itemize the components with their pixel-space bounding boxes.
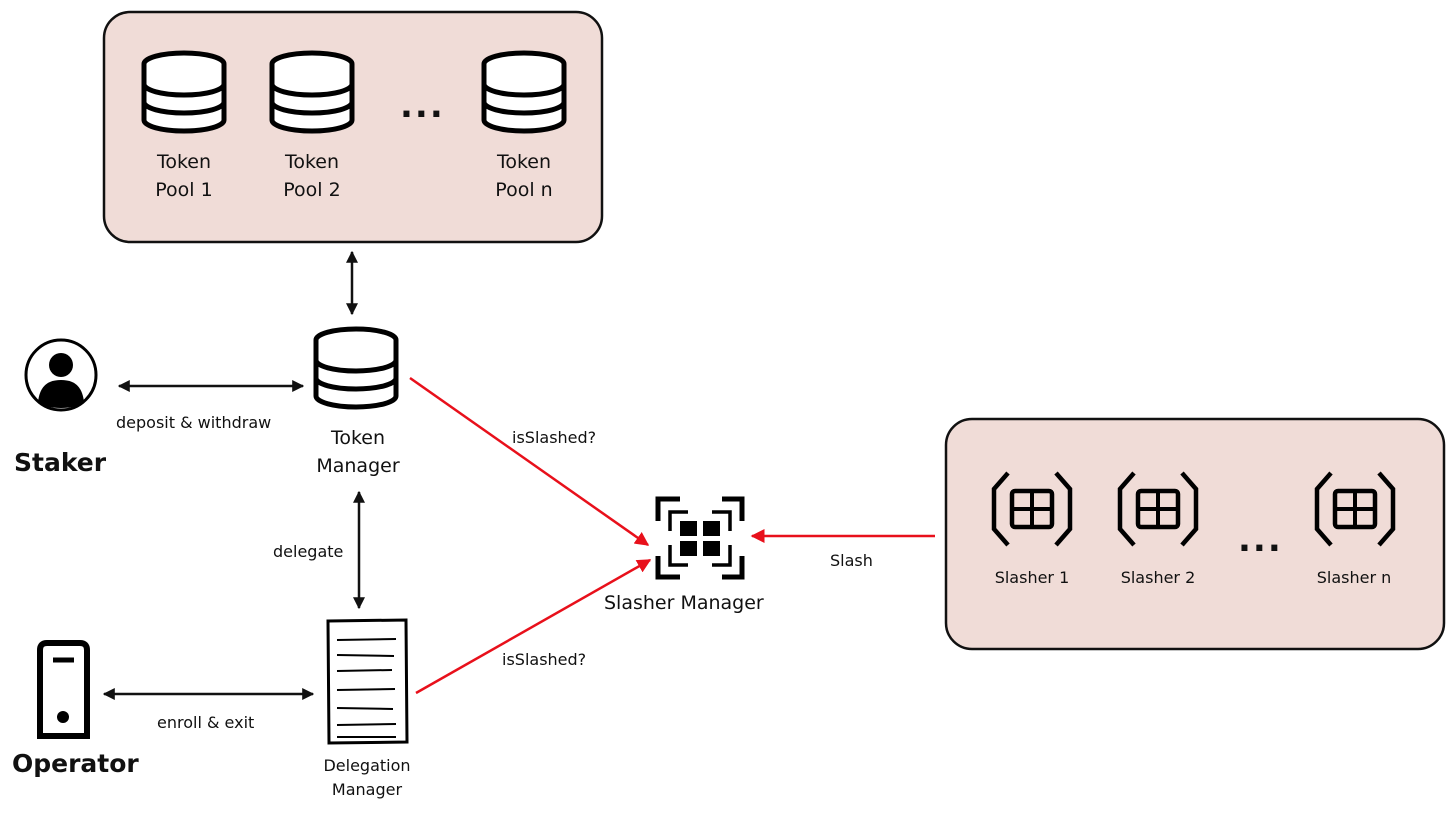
- document-icon: [326, 618, 409, 745]
- token-pool-2-line1: Token: [284, 151, 340, 173]
- deposit-withdraw-label: deposit & withdraw: [116, 413, 272, 432]
- token-manager-label: Token Manager: [306, 424, 410, 480]
- token-pool-n-line2: Pool n: [495, 179, 553, 201]
- token-pools-box: [102, 10, 604, 244]
- delegation-manager-line2: Manager: [331, 780, 403, 799]
- token-manager-line2: Manager: [316, 455, 400, 477]
- token-manager-database-icon: [316, 329, 396, 407]
- slashers-ellipsis: ...: [1238, 520, 1283, 560]
- token-pools-ellipsis: ...: [400, 86, 445, 126]
- token-pool-n-database-icon: [484, 53, 564, 131]
- enroll-exit-label: enroll & exit: [157, 713, 255, 732]
- slasher-2-label: Slasher 2: [1120, 568, 1196, 587]
- token-pool-2-label: Token Pool 2: [272, 148, 352, 204]
- operator-label: Operator: [12, 749, 139, 778]
- slasher-n-label: Slasher n: [1316, 568, 1392, 587]
- slashers-box: [944, 417, 1446, 651]
- is-slashed-top-label: isSlashed?: [512, 428, 597, 447]
- is-slashed-bottom-label: isSlashed?: [502, 650, 587, 669]
- server-icon: [37, 640, 90, 739]
- delegation-manager-line1: Delegation: [323, 756, 411, 775]
- delegation-manager-label: Delegation Manager: [312, 754, 422, 802]
- token-pool-1-label: Token Pool 1: [144, 148, 224, 204]
- delegate-label: delegate: [273, 542, 344, 561]
- token-pool-1-line1: Token: [156, 151, 212, 173]
- slasher-1-label: Slasher 1: [994, 568, 1070, 587]
- token-pool-n-label: Token Pool n: [482, 148, 566, 204]
- token-pool-1-database-icon: [144, 53, 224, 131]
- staker-label: Staker: [14, 448, 107, 477]
- slasher-manager-label: Slasher Manager: [604, 592, 764, 614]
- token-pool-n-line1: Token: [496, 151, 552, 173]
- user-icon: [24, 338, 98, 412]
- token-pool-1-line2: Pool 1: [155, 179, 213, 201]
- slash-label: Slash: [830, 551, 873, 570]
- token-manager-is-slashed-arrow: [409, 376, 650, 547]
- token-pool-2-line2: Pool 2: [283, 179, 341, 201]
- delegation-is-slashed-arrow: [415, 558, 652, 695]
- token-pool-2-database-icon: [272, 53, 352, 131]
- grid-focus-icon: [655, 496, 745, 580]
- token-manager-line1: Token: [330, 427, 386, 449]
